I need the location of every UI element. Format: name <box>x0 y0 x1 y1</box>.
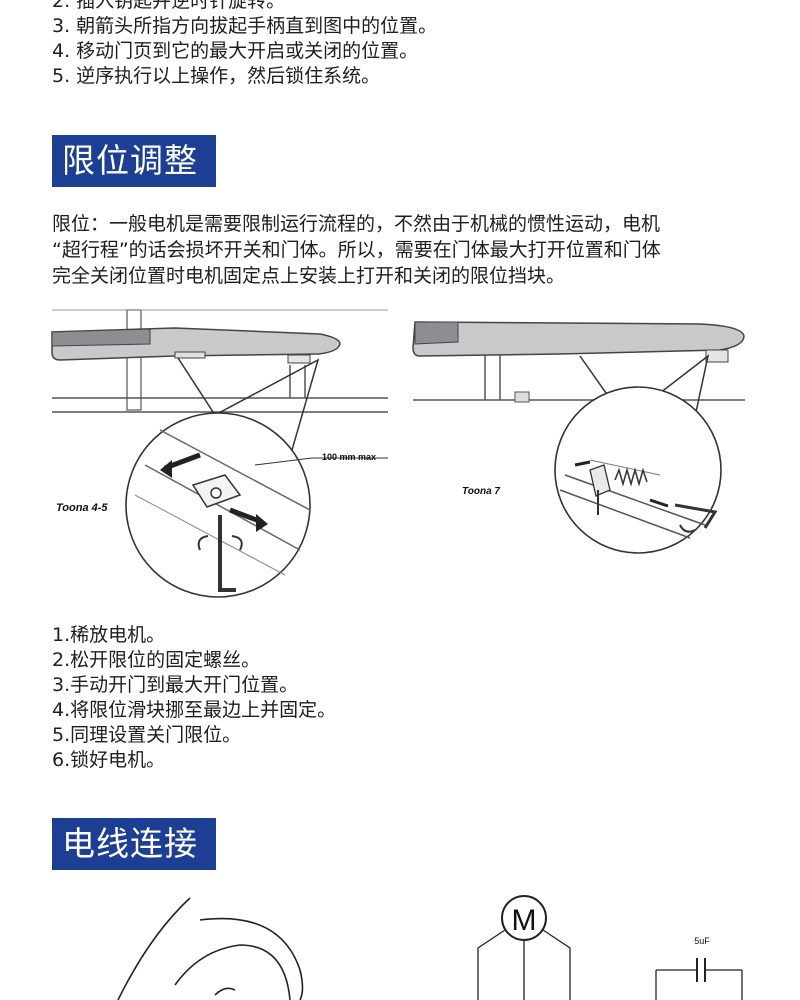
limit-step: 2.松开限位的固定螺丝。 <box>52 649 261 671</box>
limit-stop-illustration: 100 mm max Toona 4-5 Toona 7 <box>51 309 745 598</box>
intro-line: 限位：一般电机是需要限制运行流程的，不然由于机械的惯性运动，电机 <box>52 213 661 235</box>
limit-step: 6.锁好电机。 <box>52 749 166 771</box>
step-text: 2. 插入钥匙并逆时针旋转。 <box>52 0 286 12</box>
capacitor-label: 5uF <box>694 936 710 946</box>
intro-line: 完全关闭位置时电机固定点上安装上打开和关闭的限位挡块。 <box>52 265 566 287</box>
step-text: 4. 移动门页到它的最大开启或关闭的位置。 <box>52 40 419 62</box>
model-label-left: Toona 4-5 <box>56 502 108 514</box>
step-text: 3. 朝箭头所指方向拔起手柄直到图中的位置。 <box>52 15 438 37</box>
limit-step: 5.同理设置关门限位。 <box>52 724 242 746</box>
wiring-illustration: M 5uF <box>117 895 743 1000</box>
limit-step: 3.手动开门到最大开门位置。 <box>52 674 299 696</box>
intro-line: “超行程”的话会损坏开关和门体。所以，需要在门体最大打开位置和门体 <box>52 239 661 261</box>
toona-7-diagram: Toona 7 <box>412 321 745 554</box>
limit-intro-paragraph: 限位：一般电机是需要限制运行流程的，不然由于机械的惯性运动，电机 “超行程”的话… <box>52 211 752 289</box>
step-text: 5. 逆序执行以上操作，然后锁住系统。 <box>52 65 381 87</box>
dimension-label: 100 mm max <box>322 452 376 462</box>
model-label-right: Toona 7 <box>462 486 500 497</box>
limit-step: 1.稀放电机。 <box>52 624 166 646</box>
limit-step: 4.将限位滑块挪至最边上并固定。 <box>52 699 337 721</box>
motor-symbol-label: M <box>512 904 537 937</box>
section-heading-limit: 限位调整 <box>52 135 216 187</box>
section-heading-wiring: 电线连接 <box>52 818 216 870</box>
toona-4-5-diagram: 100 mm max Toona 4-5 <box>51 309 388 598</box>
